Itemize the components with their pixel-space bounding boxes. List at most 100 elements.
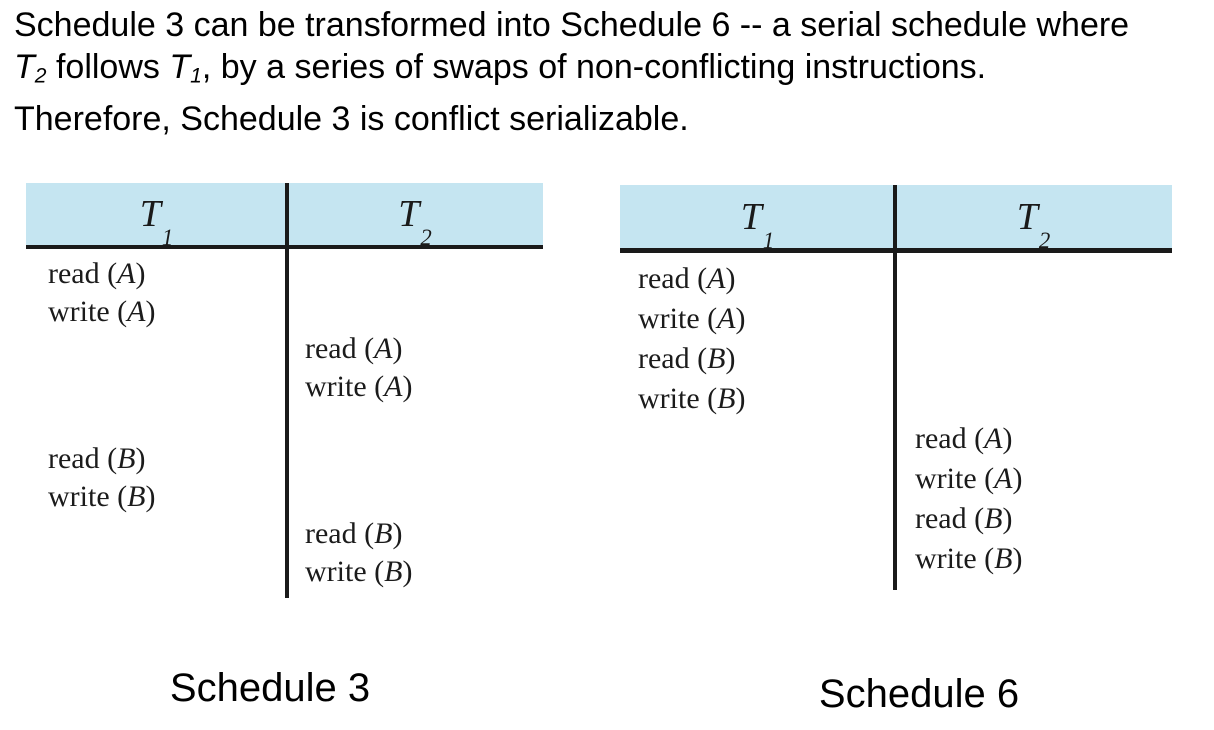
operation-name: write xyxy=(915,542,977,575)
instruction-write-a: write (A) xyxy=(48,295,155,330)
instruction-read-a: read (A) xyxy=(305,332,402,367)
paren-close: ) xyxy=(735,382,746,415)
operand-name: B xyxy=(374,517,393,550)
operand-name: A xyxy=(984,422,1003,455)
paren-close: ) xyxy=(725,262,736,295)
paren-open: ( xyxy=(356,332,375,365)
operation-name: write xyxy=(638,302,700,335)
operand-name: A xyxy=(994,462,1013,495)
paren-close: ) xyxy=(402,554,413,588)
intro-text-segment: T xyxy=(169,48,191,86)
operand-name: A xyxy=(374,332,393,365)
operation-name: write xyxy=(638,382,700,415)
operand-name: A xyxy=(117,257,136,290)
operand-name: B xyxy=(117,442,136,475)
instruction-write-a: write (A) xyxy=(638,302,745,337)
operation-name: read xyxy=(305,332,357,365)
transaction-subscript: 2 xyxy=(1038,228,1051,253)
operand-name: B xyxy=(717,382,736,415)
intro-text-segment: , by a series of swaps of non-conflictin… xyxy=(201,48,987,86)
operand-name: B xyxy=(994,542,1013,575)
paren-close: ) xyxy=(725,342,736,375)
transaction-letter: T xyxy=(139,193,161,235)
instruction-read-b: read (B) xyxy=(305,517,402,552)
operation-name: read xyxy=(48,257,100,290)
instruction-read-a: read (A) xyxy=(48,257,145,292)
transaction-subscript: 1 xyxy=(762,228,775,253)
paren-close: ) xyxy=(735,302,746,335)
instruction-read-b: read (B) xyxy=(48,442,145,477)
paren-close: ) xyxy=(402,369,413,403)
operation-name: write xyxy=(48,294,110,328)
paren-close: ) xyxy=(1002,502,1013,535)
schedule-3-caption: Schedule 3 xyxy=(169,666,371,710)
intro-text-segment: follows xyxy=(46,48,170,86)
paren-open: ( xyxy=(699,302,718,335)
operation-name: read xyxy=(915,422,967,455)
instruction-read-b: read (B) xyxy=(638,342,735,377)
transaction-letter: T xyxy=(398,193,420,235)
paren-close: ) xyxy=(392,332,403,365)
paren-open: ( xyxy=(356,517,375,550)
column-divider xyxy=(285,183,289,598)
operation-name: read xyxy=(915,502,967,535)
operand-name: A xyxy=(127,294,146,328)
schedule-6-caption: Schedule 6 xyxy=(818,672,1020,716)
intro-line: Schedule 3 can be transformed into Sched… xyxy=(14,4,1129,46)
paren-open: ( xyxy=(699,382,718,415)
transaction-letter: T xyxy=(1016,195,1038,238)
operand-name: B xyxy=(984,502,1003,535)
paren-open: ( xyxy=(366,369,385,403)
paren-close: ) xyxy=(392,517,403,550)
paren-close: ) xyxy=(135,442,146,475)
paren-open: ( xyxy=(109,294,128,328)
paren-close: ) xyxy=(1012,542,1023,575)
instruction-write-b: write (B) xyxy=(305,555,412,590)
instruction-read-a: read (A) xyxy=(638,262,735,297)
operation-name: write xyxy=(305,554,367,588)
operation-name: write xyxy=(305,369,367,403)
header-underline xyxy=(26,245,543,249)
intro-text-segment: Therefore, Schedule 3 is conflict serial… xyxy=(14,99,689,138)
intro-text-segment: 2 xyxy=(34,64,47,88)
paren-close: ) xyxy=(1002,422,1013,455)
instruction-read-b: read (B) xyxy=(915,502,1012,537)
intro-text-segment: 1 xyxy=(190,64,202,88)
operand-name: A xyxy=(707,262,726,295)
operand-name: A xyxy=(384,369,403,403)
transaction-subscript: 1 xyxy=(161,225,174,250)
intro-paragraph: Schedule 3 can be transformed into Sched… xyxy=(14,4,1129,140)
instruction-write-a: write (A) xyxy=(305,370,412,405)
paren-open: ( xyxy=(966,422,985,455)
paren-open: ( xyxy=(109,479,128,513)
paren-close: ) xyxy=(145,294,156,328)
transaction-subscript: 2 xyxy=(420,225,432,250)
instruction-write-b: write (B) xyxy=(48,480,155,515)
instruction-write-b: write (B) xyxy=(638,382,745,417)
operand-name: A xyxy=(717,302,736,335)
intro-text-segment: Schedule 3 can be transformed into Sched… xyxy=(14,6,1130,44)
operation-name: read xyxy=(48,442,100,475)
operation-name: read xyxy=(305,517,357,550)
intro-line: T2 follows T1, by a series of swaps of n… xyxy=(14,46,1129,98)
paren-close: ) xyxy=(1012,462,1023,495)
operation-name: write xyxy=(48,479,110,513)
transaction-letter: T xyxy=(740,195,762,238)
operation-name: read xyxy=(638,342,690,375)
operand-name: B xyxy=(127,479,146,513)
instruction-write-b: write (B) xyxy=(915,542,1022,577)
paren-open: ( xyxy=(99,257,118,290)
operand-name: B xyxy=(707,342,726,375)
instruction-read-a: read (A) xyxy=(915,422,1012,457)
intro-line: Therefore, Schedule 3 is conflict serial… xyxy=(14,98,1129,140)
paren-open: ( xyxy=(689,262,708,295)
operation-name: write xyxy=(915,462,977,495)
paren-open: ( xyxy=(966,502,985,535)
paren-open: ( xyxy=(976,462,995,495)
